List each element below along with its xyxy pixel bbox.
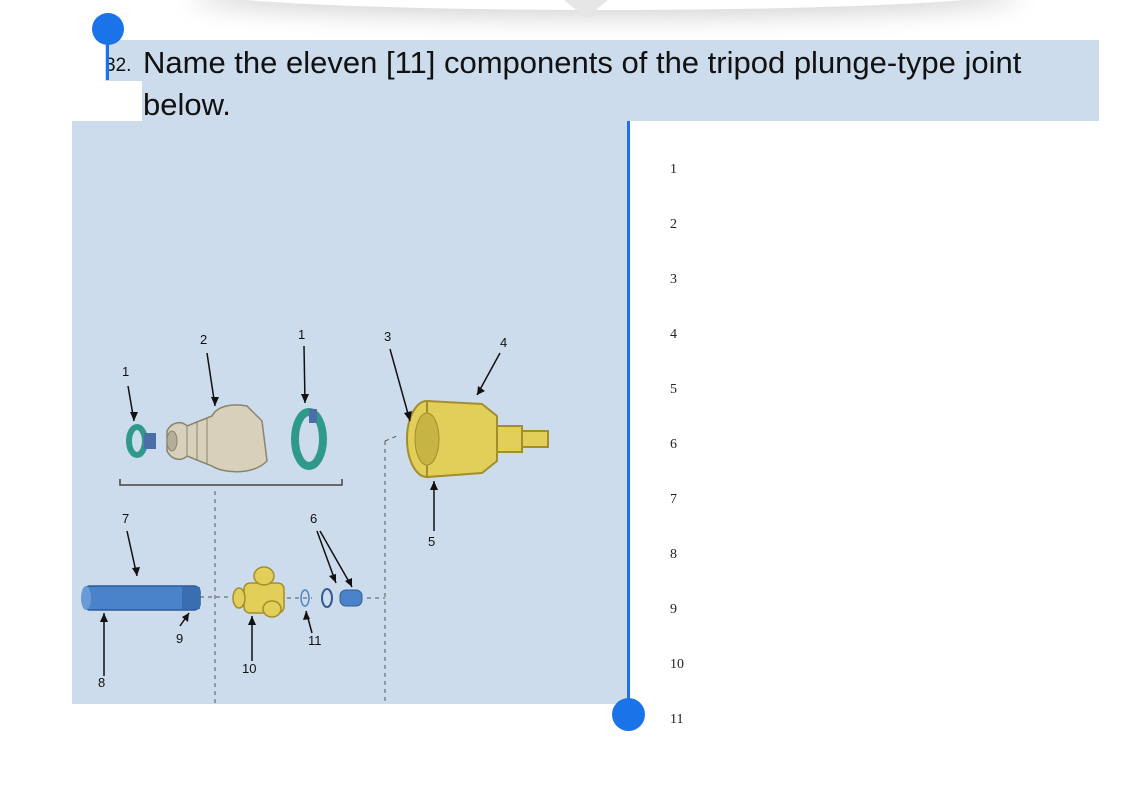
diagram-label: 1 bbox=[298, 327, 305, 342]
diagram-label: 10 bbox=[242, 661, 256, 676]
diagram-label: 3 bbox=[384, 329, 391, 344]
tripod-joint-diagram: 1 2 1 3 4 5 6 7 8 9 10 11 bbox=[81, 327, 549, 704]
text-selection-highlight bbox=[142, 40, 1099, 121]
popover-notch bbox=[564, 0, 608, 18]
outer-housing-shape bbox=[406, 399, 549, 479]
diagram-label: 4 bbox=[500, 335, 507, 350]
answer-line-number: 2 bbox=[670, 217, 677, 232]
large-clamp-shape bbox=[291, 408, 327, 470]
small-clamp-shape bbox=[126, 424, 156, 458]
answer-line-number: 3 bbox=[670, 272, 677, 287]
diagram-label: 6 bbox=[310, 511, 317, 526]
question-number: 32. bbox=[105, 55, 132, 76]
diagram-label: 11 bbox=[308, 633, 322, 648]
selection-end-handle-stem bbox=[627, 121, 630, 716]
selection-start-handle-stem bbox=[106, 30, 109, 80]
snap-rings-shape bbox=[300, 588, 363, 608]
answer-line-number: 9 bbox=[670, 602, 677, 617]
answer-line-number: 1 bbox=[670, 162, 677, 177]
diagram-label: 7 bbox=[122, 511, 129, 526]
answer-line-number: 11 bbox=[670, 712, 684, 727]
question-text: Name the eleven [11] components of the t… bbox=[143, 45, 1022, 122]
answer-line-number: 4 bbox=[670, 327, 677, 342]
boot-shape bbox=[166, 404, 268, 473]
answer-line-number: 10 bbox=[670, 657, 684, 672]
text-selection-highlight bbox=[105, 40, 142, 81]
answer-line-number: 6 bbox=[670, 437, 677, 452]
answer-line-number: 8 bbox=[670, 547, 677, 562]
answer-line-number: 5 bbox=[670, 382, 677, 397]
diagram-label: 5 bbox=[428, 534, 435, 549]
diagram-label: 8 bbox=[98, 675, 105, 690]
diagram-label: 1 bbox=[122, 364, 129, 379]
selection-start-handle[interactable] bbox=[92, 13, 124, 45]
drive-shaft-shape bbox=[81, 585, 201, 611]
diagram-label: 2 bbox=[200, 332, 207, 347]
selection-end-handle[interactable] bbox=[612, 698, 645, 731]
answer-line-number: 7 bbox=[670, 492, 677, 507]
tripod-spider-shape bbox=[232, 566, 285, 618]
diagram-label: 9 bbox=[176, 631, 183, 646]
